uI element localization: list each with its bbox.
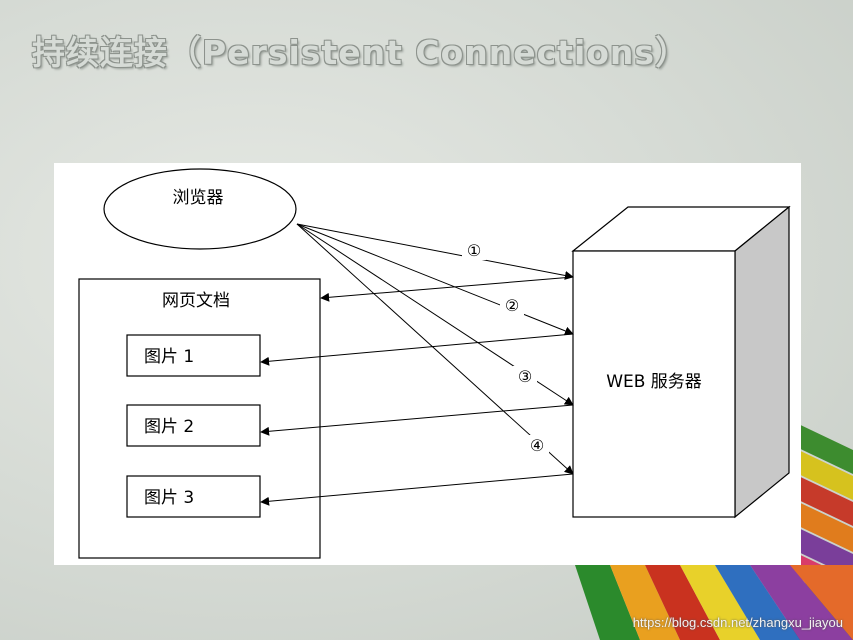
svg-text:④: ④ — [530, 436, 544, 455]
request-marker-3: ③ — [513, 366, 537, 386]
svg-text:②: ② — [505, 296, 519, 315]
persistent-connection-diagram: 浏览器 网页文档 图片 1 图片 2 图片 3 WEB 服务器 ① — [78, 168, 791, 559]
image-box-3 — [126, 475, 261, 518]
image-box-1 — [126, 334, 261, 377]
image-label-3: 图片 3 — [144, 488, 194, 508]
watermark-url: https://blog.csdn.net/zhangxu_jiayou — [632, 615, 843, 630]
response-arrow-image-3 — [260, 473, 574, 506]
svg-text:③: ③ — [518, 367, 532, 386]
svg-text:①: ① — [467, 241, 481, 260]
request-arrow-2 — [296, 223, 574, 336]
request-marker-1: ① — [462, 240, 486, 260]
pencil-bottoms — [575, 565, 853, 640]
image-label-2: 图片 2 — [144, 417, 194, 437]
diagram-panel: 浏览器 网页文档 图片 1 图片 2 图片 3 WEB 服务器 ① — [54, 163, 801, 565]
request-arrow-4 — [296, 223, 574, 475]
browser-label: 浏览器 — [173, 188, 224, 208]
response-arrow-image-2 — [260, 404, 574, 436]
request-arrow-1 — [296, 223, 574, 280]
response-arrow-document — [320, 276, 574, 302]
image-label-1: 图片 1 — [144, 347, 194, 367]
web-server-node — [571, 205, 791, 519]
browser-node — [103, 168, 297, 250]
request-marker-4: ④ — [525, 435, 549, 455]
image-box-2 — [126, 404, 261, 447]
response-arrow-image-1 — [260, 333, 574, 366]
slide-title: 持续连接（Persistent Connections） — [32, 33, 690, 72]
server-label: WEB 服务器 — [606, 372, 702, 392]
document-label: 网页文档 — [162, 291, 230, 311]
request-marker-2: ② — [500, 295, 524, 315]
